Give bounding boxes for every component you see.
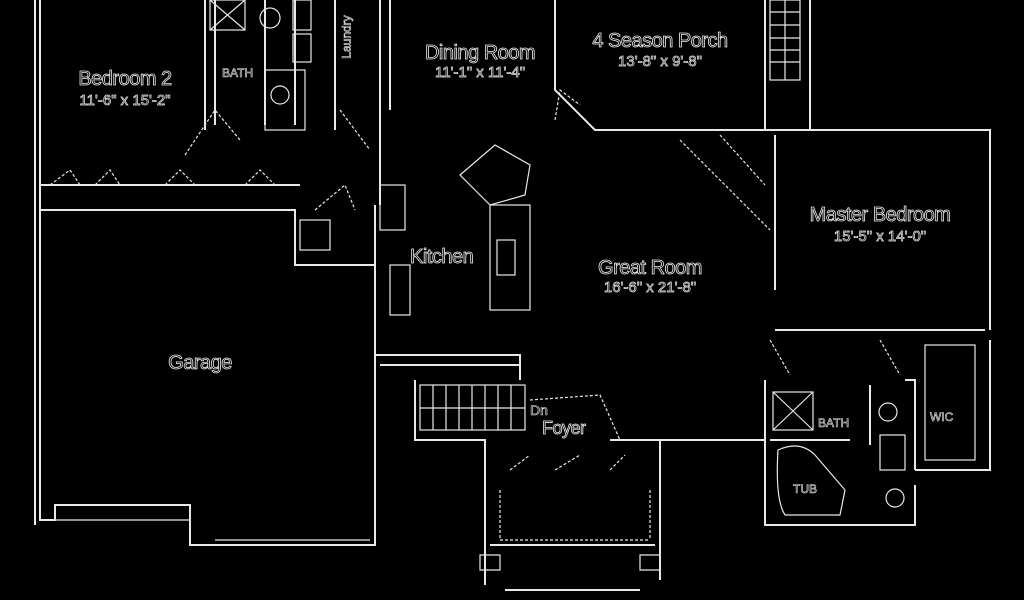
bath2-label: BATH (818, 416, 850, 431)
stair-down-label: Dn (530, 402, 549, 419)
great-room-size: 16'-6" x 21'-8" (603, 279, 697, 297)
master-bath-fixtures (772, 344, 976, 516)
bedroom2-size: 11'-6" x 15'-2" (79, 92, 171, 110)
dining-room-label: Dining Room (424, 42, 536, 65)
door-swings (49, 88, 901, 541)
master-bedroom-label: Master Bedroom (809, 204, 951, 227)
wic-label: WIC (930, 410, 954, 425)
kitchen-cabinets (299, 144, 531, 316)
garage-door (55, 519, 370, 541)
porch-steps (479, 554, 661, 571)
stairs (419, 0, 801, 431)
kitchen-label: Kitchen (410, 246, 475, 269)
foyer-label: Foyer (542, 418, 587, 439)
tub-label: TUB (793, 482, 818, 497)
porch-size: 13'-8" x 9'-8" (618, 53, 703, 71)
bath1-fixtures (209, 0, 312, 131)
dining-room-size: 11'-1" x 11'-4" (434, 64, 526, 82)
bath1-label: BATH (222, 66, 254, 81)
great-room-label: Great Room (598, 257, 703, 280)
bedroom2-label: Bedroom 2 (78, 68, 173, 91)
porch-label: 4 Season Porch (592, 30, 729, 53)
laundry-label: Laundry (339, 15, 354, 59)
master-bedroom-size: 15'-5" x 14'-0" (833, 228, 927, 246)
garage-label: Garage (168, 352, 233, 375)
